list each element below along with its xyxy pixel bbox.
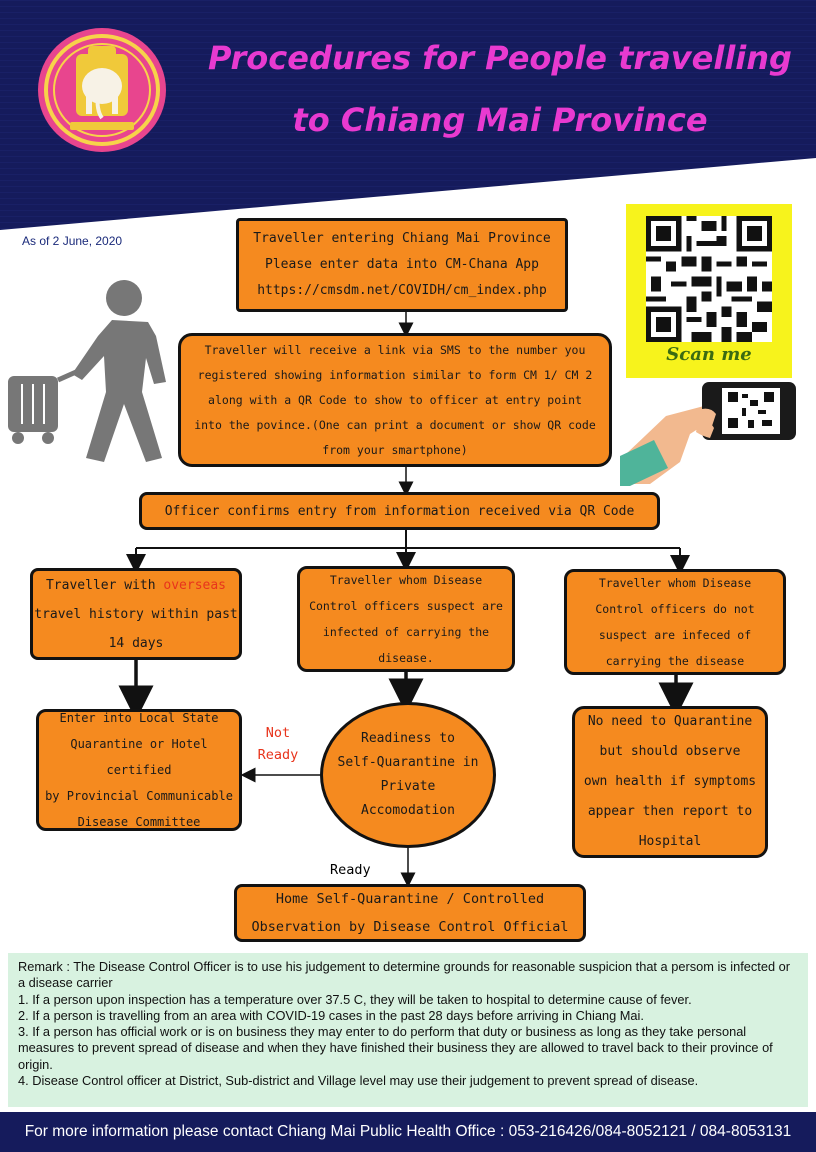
scan-me-caption: Scan me	[666, 344, 752, 365]
header-background	[0, 0, 816, 230]
contact-footer: For more information please contact Chia…	[0, 1112, 816, 1152]
not-ready-line2: Ready	[257, 747, 299, 763]
not-suspected-line4: carrying the disease	[605, 654, 745, 668]
remark-item-4: 4. Disease Control officer at District, …	[18, 1073, 699, 1089]
remark-item-3: 3. If a person has official work or is o…	[18, 1024, 773, 1072]
step1-url-link[interactable]: https://cmsdm.net/COVIDH/cm_index.php	[257, 283, 547, 298]
remarks-panel: Remark : The Disease Control Officer is …	[8, 953, 808, 1107]
no-quarantine-line1: No need to Quarantine	[587, 714, 753, 729]
remark-intro: Remark : The Disease Control Officer is …	[18, 959, 790, 991]
readiness-line1: Readiness to	[361, 731, 455, 746]
overseas-line3: 14 days	[108, 635, 164, 651]
home-self-quarantine: Home Self-Quarantine / Controlled Observ…	[234, 884, 586, 942]
no-quarantine-line2: but should observe	[599, 744, 741, 759]
local-quarantine-line3: by Provincial Communicable	[45, 789, 233, 803]
remark-item-2: 2. If a person is travelling from an are…	[18, 1007, 644, 1023]
step2-line1: Traveller will receive a link via SMS to…	[204, 342, 586, 357]
home-quarantine-line2: Observation by Disease Control Official	[251, 919, 569, 935]
local-quarantine-line2: Quarantine or Hotel certified	[70, 737, 208, 777]
no-quarantine-line5: Hospital	[638, 834, 702, 849]
step1-line2: Please enter data into CM-Chana App	[265, 257, 539, 272]
step-register-app: Traveller entering Chiang Mai Province P…	[236, 218, 568, 312]
readiness-line2: Self-Quarantine in	[337, 755, 479, 770]
home-quarantine-line1: Home Self-Quarantine / Controlled	[275, 891, 545, 907]
overseas-pre: Traveller with	[45, 577, 164, 593]
step2-line4: into the povince.(One can print a docume…	[194, 417, 596, 432]
not-suspected-line3: suspect are infeced of	[598, 628, 752, 642]
not-ready-label: Not Ready	[250, 722, 306, 766]
step2-line5: from your smartphone)	[322, 442, 468, 457]
suspected-line1: Traveller whom Disease	[329, 573, 483, 587]
no-quarantine-line3: own health if symptoms	[583, 774, 757, 789]
local-quarantine-line4: Disease Committee	[77, 815, 201, 829]
not-ready-line1: Not	[265, 725, 291, 741]
readiness-line4: Accomodation	[361, 803, 455, 818]
remark-item-1: 1. If a person upon inspection has a tem…	[18, 991, 692, 1007]
suspected-line3: infected of carrying the	[322, 625, 490, 639]
step-officer-confirms: Officer confirms entry from information …	[139, 492, 660, 530]
branch-not-suspected: Traveller whom Disease Control officers …	[564, 569, 786, 675]
step-sms-link: Traveller will receive a link via SMS to…	[178, 333, 612, 467]
step2-line2: registered showing information similar t…	[197, 367, 593, 382]
overseas-line1: Traveller with overseas	[34, 571, 238, 600]
not-suspected-line2: Control officers do not	[595, 602, 755, 616]
suspected-line2: Control officers suspect are	[309, 599, 503, 613]
title-line-1: Procedures for People travelling	[208, 39, 792, 77]
suspected-line4: disease.	[378, 651, 434, 665]
qr-code-icon[interactable]	[646, 216, 772, 342]
overseas-highlight: overseas	[163, 577, 227, 593]
overseas-line2: travel history within past	[34, 606, 238, 622]
hand-phone-icon	[620, 382, 796, 486]
branch-overseas: Traveller with overseas travel history w…	[30, 568, 242, 660]
readiness-line3: Private	[380, 779, 436, 794]
walking-traveller-icon	[8, 280, 166, 462]
title-line-2: to Chiang Mai Province	[292, 101, 708, 139]
step2-line3: along with a QR Code to show to officer …	[208, 392, 582, 407]
branch-suspected: Traveller whom Disease Control officers …	[297, 566, 515, 672]
local-state-quarantine: Enter into Local State Quarantine or Hot…	[36, 709, 242, 831]
as-of-date: As of 2 June, 2020	[22, 234, 123, 248]
seal-emblem-icon	[38, 28, 166, 152]
ready-label: Ready	[330, 862, 371, 878]
local-quarantine-line1: Enter into Local State	[59, 711, 219, 725]
no-quarantine-line4: appear then report to	[587, 804, 753, 819]
readiness-decision: Readiness to Self-Quarantine in Private …	[320, 702, 496, 848]
not-suspected-line1: Traveller whom Disease	[598, 576, 752, 590]
no-quarantine-needed: No need to Quarantine but should observe…	[572, 706, 768, 858]
step1-line1: Traveller entering Chiang Mai Province	[253, 231, 551, 246]
